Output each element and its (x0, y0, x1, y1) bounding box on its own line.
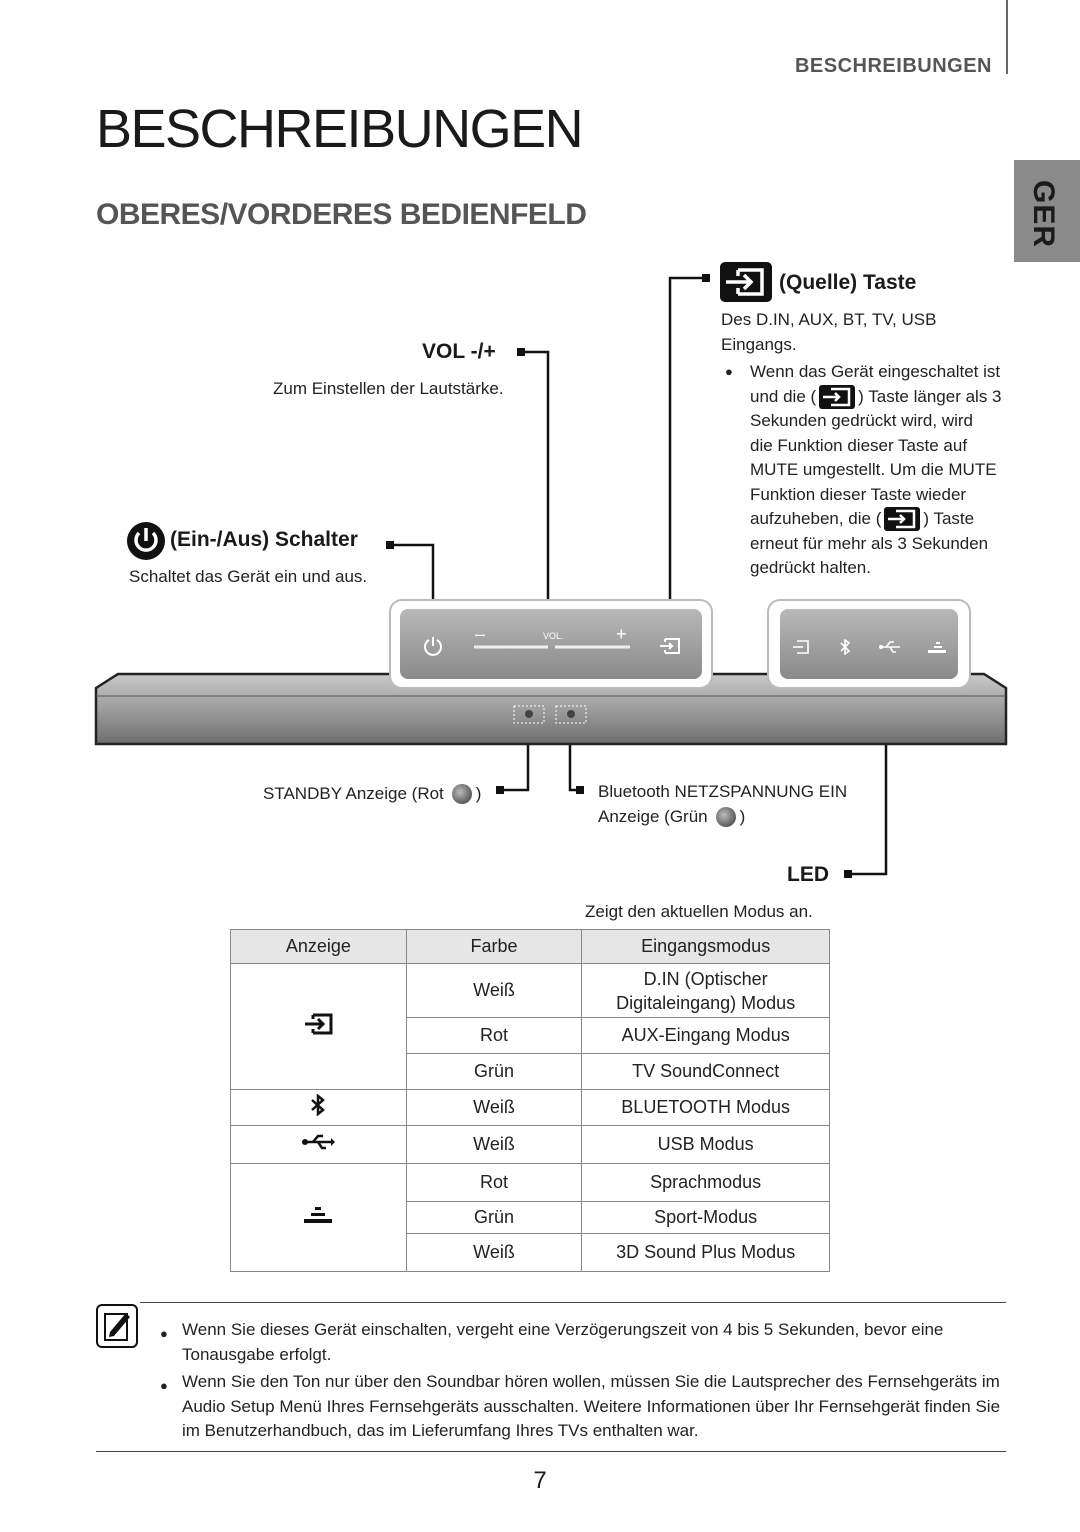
color-cell: Rot (405, 1017, 583, 1054)
source-icon (884, 507, 921, 532)
sound-mode-icon (928, 642, 946, 653)
table-icon-cell (230, 1125, 407, 1164)
table-row: Weiß 3D Sound Plus Modus (231, 1233, 830, 1272)
color-cell: Weiß (405, 1233, 583, 1272)
source-callout-icon (720, 262, 772, 307)
device-vol-minus[interactable]: – (475, 624, 486, 644)
led-dot-icon (715, 806, 736, 827)
color-cell: Grün (405, 1201, 583, 1234)
table-header-row: Anzeige Farbe Eingangsmodus (230, 929, 830, 964)
power-callout-icon (127, 522, 165, 565)
source-icon (720, 262, 772, 302)
note-pencil-icon (96, 1304, 138, 1348)
led-source-indicator (792, 640, 810, 659)
language-tab-label: GER (1027, 180, 1060, 249)
bullet: ● (160, 1326, 168, 1341)
led-dot-icon (451, 784, 472, 805)
section-subtitle: OBERES/VORDERES BEDIENFELD (96, 198, 587, 231)
power-icon (424, 637, 442, 656)
bullet: ● (160, 1378, 168, 1393)
led-mode-table: Anzeige Farbe Eingangsmodus Weiß D.IN (O… (230, 929, 830, 1272)
header-divider (1006, 0, 1008, 74)
table-row: Weiß D.IN (Optischer Digitaleingang) Mod… (230, 963, 830, 1090)
device-source-button[interactable] (659, 637, 681, 660)
table-icon-cell (230, 1163, 407, 1272)
led-sound-mode-indicator (928, 641, 946, 659)
source-icon (660, 638, 680, 654)
mode-cell: Sport-Modus (581, 1201, 830, 1234)
table-header-cell: Farbe (405, 929, 583, 964)
led-usb-indicator (878, 640, 902, 659)
mode-cell: D.IN (Optischer Digitaleingang) Modus (581, 963, 830, 1018)
bluetooth-icon (840, 638, 851, 656)
source-callout-note: Wenn das Gerät eingeschaltet ist und die… (750, 362, 1002, 577)
usb-icon (302, 1134, 336, 1150)
bullet: ● (725, 364, 733, 379)
note-text: Wenn Sie dieses Gerät einschalten, verge… (182, 1320, 944, 1364)
source-icon (305, 1013, 333, 1035)
color-cell: Weiß (405, 963, 583, 1018)
page-title: BESCHREIBUNGEN (96, 99, 584, 159)
table-icon-cell (230, 1089, 407, 1126)
table-row: Grün TV SoundConnect (231, 1053, 830, 1090)
color-cell: Rot (405, 1163, 583, 1202)
mode-cell: TV SoundConnect (581, 1053, 830, 1090)
device-vol-plus[interactable]: + (616, 624, 627, 644)
color-cell: Weiß (405, 1089, 583, 1126)
table-row: Weiß USB Modus (230, 1125, 830, 1164)
color-cell: Grün (405, 1053, 583, 1090)
mode-cell: Sprachmodus (581, 1163, 830, 1202)
led-callout-label: LED (787, 863, 829, 886)
power-callout-label: (Ein-/Aus) Schalter (170, 528, 358, 551)
color-cell: Weiß (405, 1125, 583, 1164)
notes-bottom-rule (96, 1451, 1006, 1452)
source-callout-desc: Des D.IN, AUX, BT, TV, USB Eingangs. (721, 310, 937, 354)
power-icon (127, 522, 165, 560)
panel-diagram (94, 274, 1008, 878)
power-callout-desc: Schaltet das Gerät ein und aus. (129, 567, 368, 586)
source-icon (819, 384, 856, 409)
device-power-button[interactable] (422, 635, 444, 657)
notes-top-rule (140, 1302, 1006, 1303)
mode-cell: AUX-Eingang Modus (581, 1017, 830, 1054)
note-text: Wenn Sie den Ton nur über den Soundbar h… (182, 1372, 1001, 1440)
standby-callout: STANDBY Anzeige (Rot ) (263, 784, 482, 805)
table-header-cell: Eingangsmodus (581, 929, 830, 964)
bluetooth-callout: Bluetooth NETZSPANNUNG EIN Anzeige (Grün… (598, 782, 848, 827)
note-icon (96, 1304, 138, 1353)
bluetooth-icon (311, 1093, 326, 1117)
mode-cell: 3D Sound Plus Modus (581, 1233, 830, 1272)
table-row: Rot AUX-Eingang Modus (231, 1017, 830, 1054)
led-callout-desc: Zeigt den aktuellen Modus an. (585, 902, 813, 921)
table-row: Weiß BLUETOOTH Modus (230, 1089, 830, 1126)
source-callout-label: (Quelle) Taste (779, 271, 917, 294)
language-tab: GER (1014, 160, 1080, 262)
table-row: Rot Sprachmodus (230, 1163, 830, 1272)
page-number: 7 (533, 1467, 547, 1494)
sound-mode-icon (304, 1207, 333, 1223)
mode-cell: BLUETOOTH Modus (581, 1089, 830, 1126)
table-header-cell: Anzeige (230, 929, 407, 964)
led-bluetooth-indicator (839, 638, 851, 660)
device-vol-label: VOL. (543, 631, 564, 641)
mode-cell: USB Modus (581, 1125, 830, 1164)
vol-callout-label: VOL -/+ (422, 340, 496, 363)
table-icon-cell (230, 963, 407, 1090)
source-icon (793, 640, 809, 654)
usb-icon (879, 641, 900, 653)
header-section-title: BESCHREIBUNGEN (794, 55, 992, 77)
vol-callout-desc: Zum Einstellen der Lautstärke. (273, 379, 504, 398)
